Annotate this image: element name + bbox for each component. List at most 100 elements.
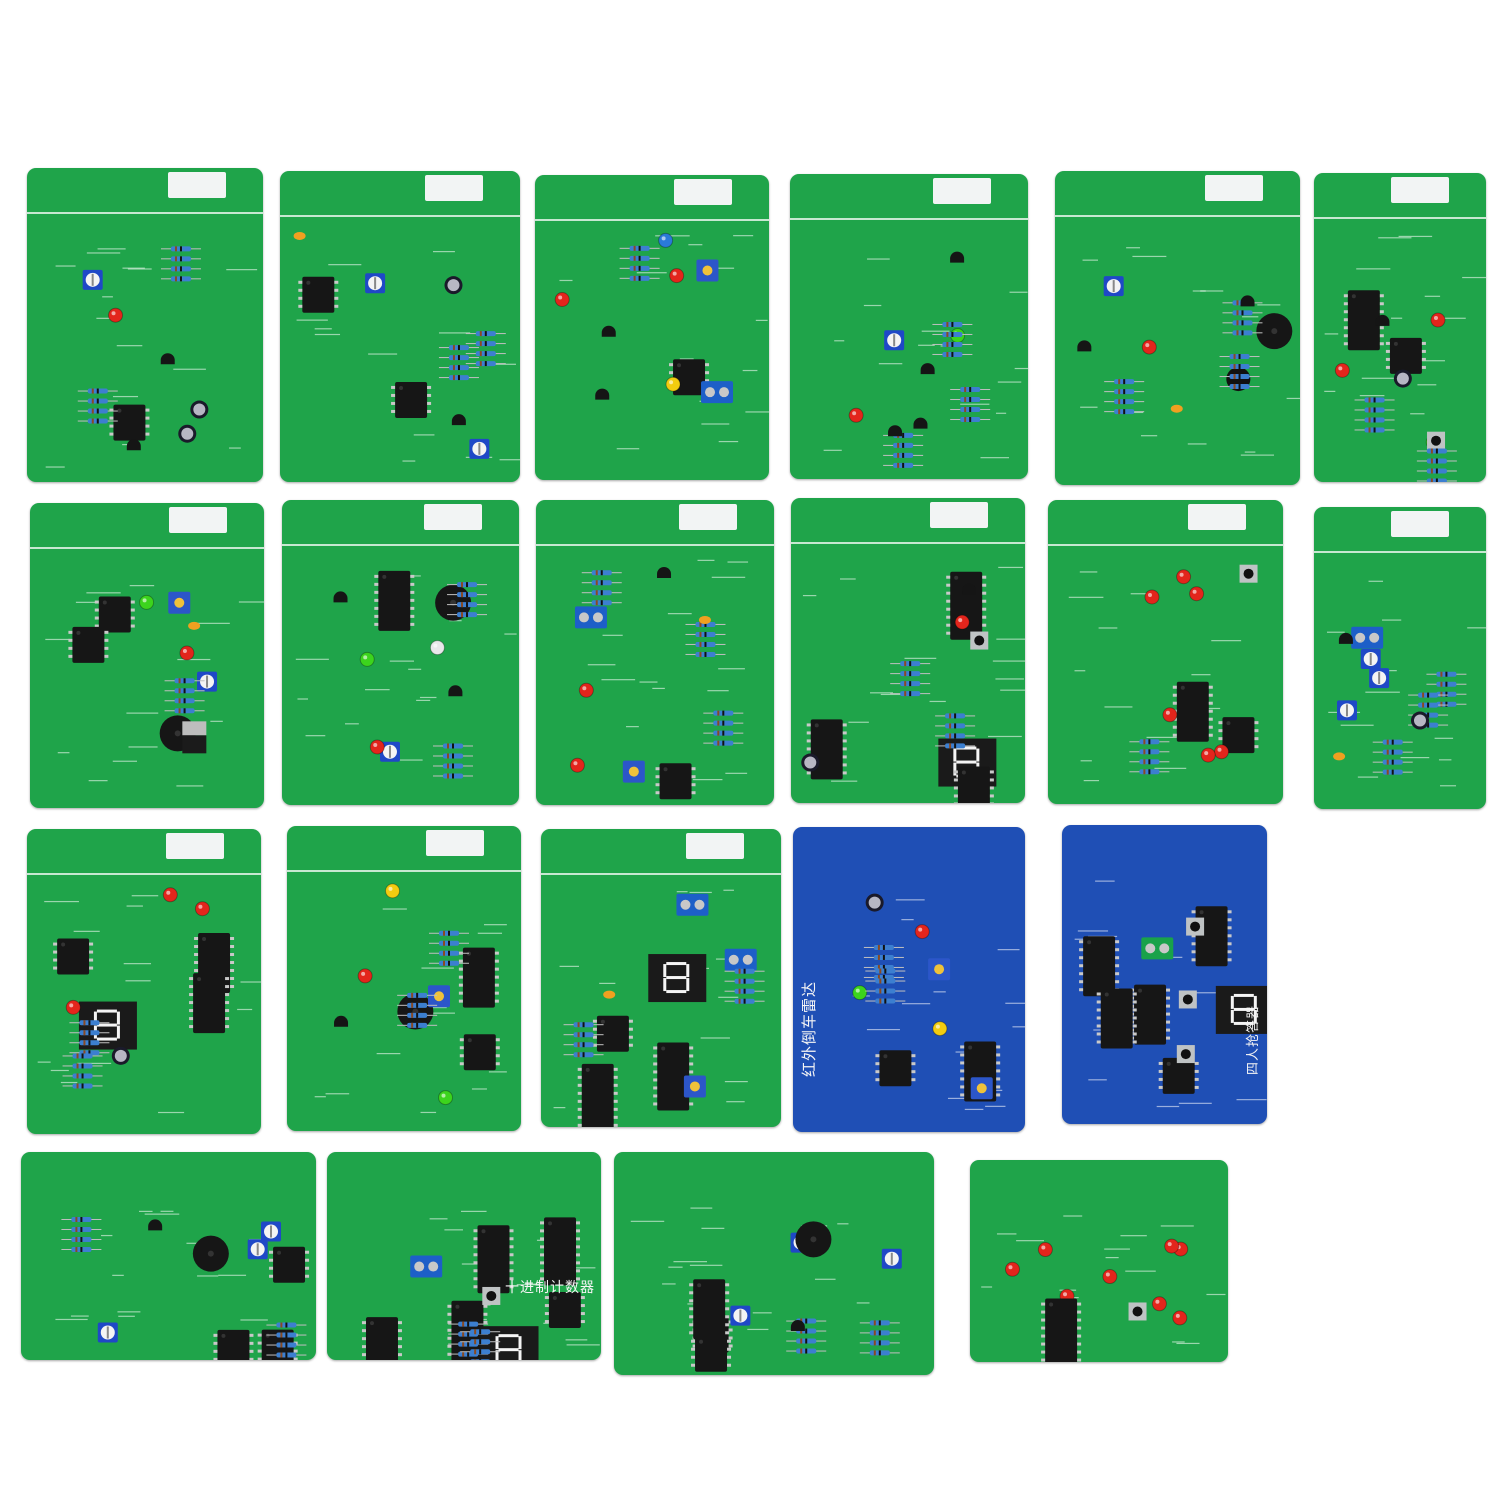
silkscreen-mark xyxy=(1074,938,1086,940)
component-switch xyxy=(1239,564,1258,583)
pcb-board-r4b1 xyxy=(21,1152,316,1360)
silkscreen-mark xyxy=(616,448,640,450)
silkscreen-mark xyxy=(1000,689,1025,691)
silkscreen-mark xyxy=(1400,756,1430,759)
silkscreen-mark xyxy=(901,919,914,921)
silkscreen-mark xyxy=(128,746,158,748)
component-terminal xyxy=(410,1255,443,1278)
component-trans xyxy=(913,417,928,429)
silkscreen-mark xyxy=(471,1088,487,1090)
component-led-g xyxy=(359,651,375,667)
component-trans xyxy=(790,1320,805,1332)
component-ic8 xyxy=(68,626,109,663)
silkscreen-mark xyxy=(639,681,658,683)
board-components xyxy=(55,1210,310,1360)
silkscreen-mark xyxy=(689,891,712,894)
component-ic8 xyxy=(53,938,94,975)
component-led-r xyxy=(1172,1310,1188,1326)
component-ic16 xyxy=(473,1225,514,1294)
board-sticker xyxy=(686,833,744,859)
component-res xyxy=(890,661,931,697)
silkscreen-mark xyxy=(419,696,437,699)
board-sticker xyxy=(166,833,224,859)
silkscreen-mark xyxy=(86,592,121,594)
silkscreen-mark xyxy=(701,423,730,425)
component-res xyxy=(160,246,201,282)
component-led-r xyxy=(914,924,930,940)
component-ic14 xyxy=(374,570,415,631)
silkscreen-mark xyxy=(483,924,507,926)
component-res xyxy=(460,1329,501,1360)
silkscreen-mark xyxy=(1154,767,1187,769)
component-trans xyxy=(595,388,610,400)
component-led-r xyxy=(179,645,195,661)
silkscreen-mark xyxy=(689,1264,723,1266)
silkscreen-mark xyxy=(102,296,113,298)
component-led-y xyxy=(665,376,681,392)
silkscreen-divider xyxy=(790,218,1028,220)
silkscreen-mark xyxy=(55,265,76,267)
component-led-r xyxy=(369,739,385,755)
component-seg7 xyxy=(648,954,707,1003)
silkscreen-mark xyxy=(1130,593,1154,595)
pcb-board-r2b4 xyxy=(791,498,1025,803)
silkscreen-mark xyxy=(992,660,1025,662)
component-led-r xyxy=(569,757,585,773)
component-trimpot-b xyxy=(928,958,951,981)
silkscreen-mark xyxy=(504,633,517,635)
component-trans xyxy=(962,583,977,595)
silkscreen-mark xyxy=(1437,317,1466,319)
silkscreen-mark xyxy=(701,1227,725,1229)
silkscreen-divider xyxy=(535,219,769,221)
silkscreen-mark xyxy=(210,720,223,722)
silkscreen-mark xyxy=(1244,451,1256,453)
pcb-board-r2b6 xyxy=(1314,507,1486,809)
board-components xyxy=(37,887,261,1114)
board-sticker xyxy=(679,504,737,530)
component-buzzer xyxy=(1256,313,1293,350)
silkscreen-mark xyxy=(488,1071,507,1073)
silkscreen-mark xyxy=(1240,454,1274,456)
silkscreen-mark xyxy=(1172,1341,1185,1343)
pcb-board-r1b6 xyxy=(1314,173,1486,482)
board-components xyxy=(295,570,517,779)
silkscreen-mark xyxy=(70,1315,89,1317)
silkscreen-mark xyxy=(636,272,667,274)
silkscreen-mark xyxy=(45,638,70,641)
component-terminal xyxy=(724,948,757,971)
silkscreen-mark xyxy=(667,613,692,615)
silkscreen-mark xyxy=(1257,304,1281,306)
silkscreen-mark xyxy=(160,1210,174,1212)
component-led-r xyxy=(108,307,124,323)
silkscreen-mark xyxy=(848,721,869,723)
silkscreen-mark xyxy=(918,344,935,346)
silkscreen-mark xyxy=(997,381,1022,383)
silkscreen-divider xyxy=(541,873,781,875)
component-ic8 xyxy=(691,1335,732,1372)
silkscreen-divider xyxy=(1055,215,1300,217)
silkscreen-mark xyxy=(389,660,415,662)
pcb-board-r3b5: 四人抢答器 xyxy=(1062,825,1267,1124)
component-trimpot xyxy=(730,1305,751,1326)
component-res xyxy=(786,1318,827,1354)
silkscreen-mark xyxy=(1187,443,1207,445)
board-sticker xyxy=(426,830,484,856)
board-components xyxy=(45,246,258,468)
silkscreen-mark xyxy=(376,1052,401,1055)
silkscreen-mark xyxy=(1391,317,1403,319)
silkscreen-mark xyxy=(866,1028,900,1031)
silkscreen-mark xyxy=(679,358,694,360)
silkscreen-mark xyxy=(392,759,423,761)
silkscreen-mark xyxy=(690,1207,713,1209)
pcb-board-r1b5 xyxy=(1055,171,1300,485)
component-trimpot-b xyxy=(428,985,451,1008)
silkscreen-mark xyxy=(1200,290,1224,292)
silkscreen-mark xyxy=(652,687,665,690)
silkscreen-mark xyxy=(428,1012,455,1014)
silkscreen-mark xyxy=(839,578,856,580)
silkscreen-mark xyxy=(655,235,690,237)
board-components xyxy=(45,585,264,787)
silkscreen-mark xyxy=(1286,397,1300,400)
pcb-board-r4b2: 十进制计数器 xyxy=(327,1152,601,1360)
silkscreen-mark xyxy=(368,353,398,355)
